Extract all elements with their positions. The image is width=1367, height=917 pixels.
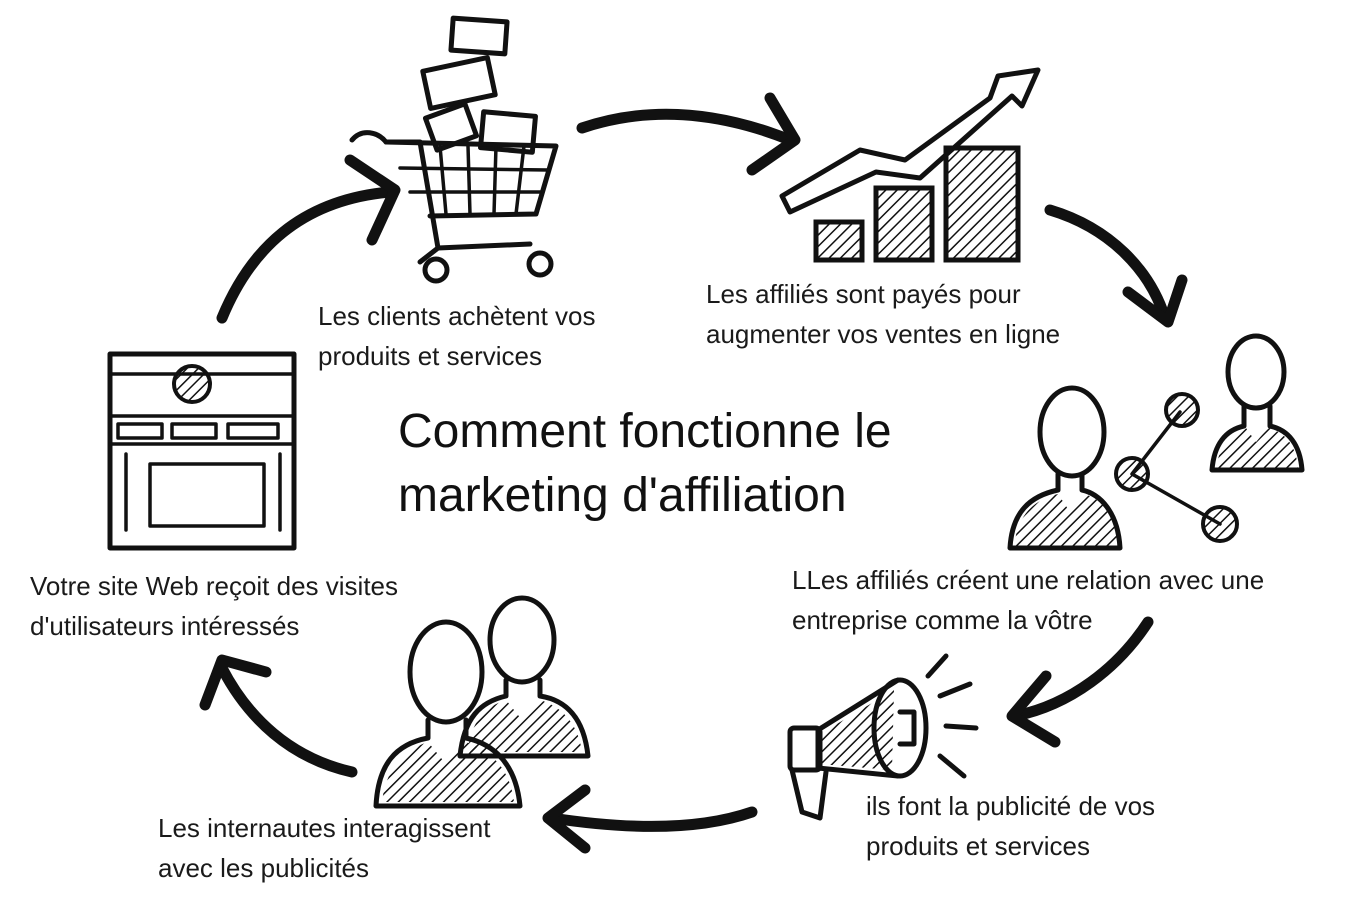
- step-line: Votre site Web reçoit des visites: [30, 571, 399, 601]
- arrow-cart-to-chart: [576, 92, 801, 176]
- arrow-website-to-cart: [216, 154, 401, 324]
- arrow-network-to-megaphone: [1006, 616, 1154, 748]
- page-title: Comment fonctionne le marketing d'affili…: [398, 400, 892, 528]
- arrow-users-to-website: [199, 654, 358, 778]
- step-label-relation: LLes affiliés créent une relation avec u…: [792, 560, 1264, 640]
- step-line: augmenter vos ventes en ligne: [706, 319, 1061, 349]
- step-line: d'utilisateurs intéressés: [30, 611, 300, 641]
- step-line: produits et services: [318, 341, 542, 371]
- step-line: ils font la publicité de vos: [866, 791, 1156, 821]
- title-line-1: Comment fonctionne le: [398, 405, 892, 458]
- step-label-advertise: ils font la publicité de vos produits et…: [866, 786, 1155, 866]
- website-icon: [107, 351, 297, 551]
- step-label-sales: Les affiliés sont payés pour augmenter v…: [706, 274, 1060, 354]
- step-line: produits et services: [866, 831, 1090, 861]
- title-line-2: marketing d'affiliation: [398, 469, 847, 522]
- step-label-interact: Les internautes interagissent avec les p…: [158, 808, 490, 888]
- step-line: Les affiliés sont payés pour: [706, 279, 1021, 309]
- step-line: Les clients achètent vos: [318, 301, 596, 331]
- growth-chart-icon: [779, 67, 1041, 263]
- arrow-megaphone-to-users: [542, 784, 758, 854]
- step-line: avec les publicités: [158, 853, 369, 883]
- network-people-icon: [1007, 333, 1305, 551]
- step-line: LLes affiliés créent une relation avec u…: [792, 565, 1265, 595]
- step-line: Les internautes interagissent: [158, 813, 491, 843]
- users-icon: [373, 595, 591, 809]
- shopping-cart-icon: [349, 15, 559, 284]
- step-label-purchase: Les clients achètent vos produits et ser…: [318, 296, 596, 376]
- arrow-chart-to-network: [1044, 204, 1188, 328]
- step-line: entreprise comme la vôtre: [792, 605, 1093, 635]
- step-label-website: Votre site Web reçoit des visites d'util…: [30, 566, 398, 646]
- megaphone-icon: [787, 653, 979, 821]
